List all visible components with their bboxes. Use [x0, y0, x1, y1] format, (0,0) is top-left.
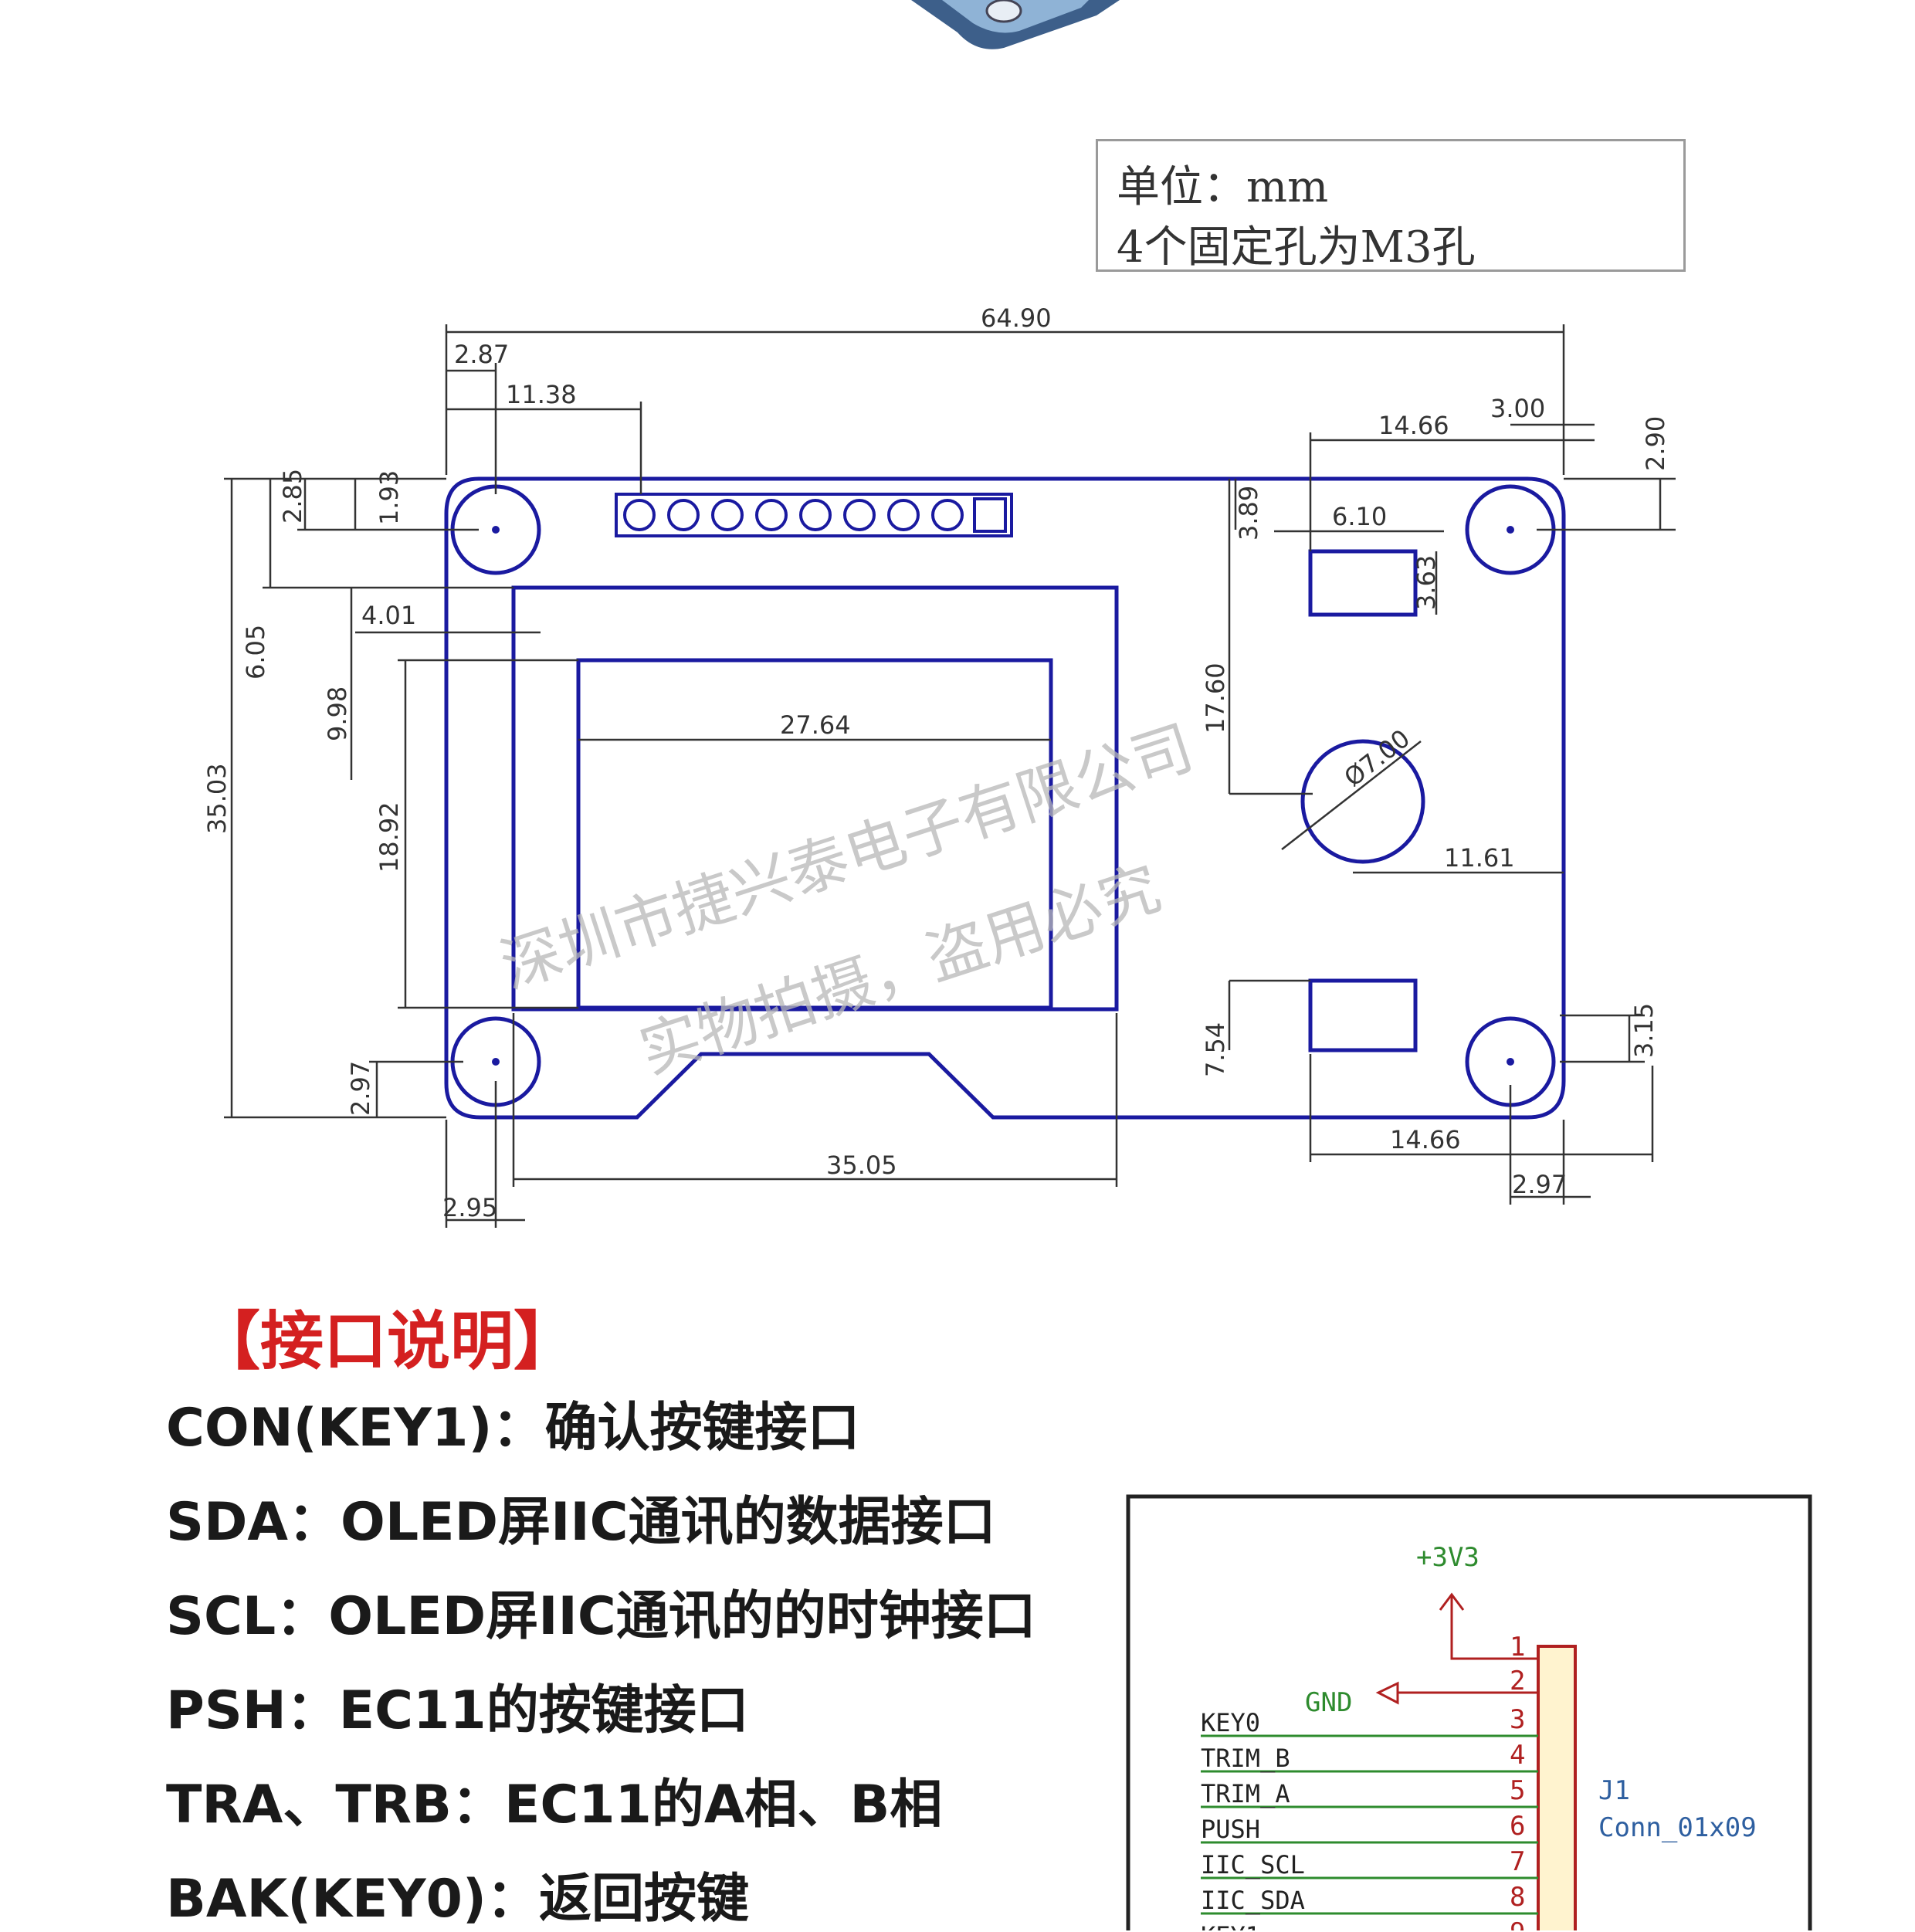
dim-2-90: 2.90	[1641, 416, 1670, 471]
product-photo-fragment	[911, 0, 1120, 49]
schematic: +3V3 GND KEY0 TRIM_B TRIM_A PUSH IIC_SCL…	[1126, 1494, 1812, 1930]
unit-note: 单位：mm	[1117, 162, 1329, 212]
dim-4-01: 4.01	[361, 601, 416, 630]
pin-number: 7	[1510, 1846, 1525, 1877]
interface-item-con: CON(KEY1)：确认按键接口	[166, 1398, 860, 1459]
pin-number: 6	[1510, 1811, 1525, 1842]
dim-3-00: 3.00	[1490, 394, 1545, 423]
oled-active-area	[576, 658, 1053, 1010]
dim-14-66-top: 14.66	[1378, 411, 1449, 440]
watermark: 深圳市捷兴泰电子有限公司 实物拍摄，盗用必究	[493, 713, 1202, 1087]
dim-2-87: 2.87	[454, 340, 509, 369]
pin-number: 5	[1510, 1775, 1525, 1806]
pin-number: 2	[1510, 1666, 1525, 1696]
button-key1	[1308, 549, 1418, 617]
dim-2-97-right: 2.97	[1512, 1170, 1567, 1199]
hole-note: 4个固定孔为M3孔	[1117, 222, 1476, 273]
net-label: IIC_SCL	[1201, 1850, 1305, 1879]
connector-part: Conn_01x09	[1598, 1812, 1757, 1843]
dim-11-38: 11.38	[506, 380, 577, 409]
interface-item-psh: PSH：EC11的按键接口	[166, 1680, 749, 1741]
encoder-ec11	[1300, 739, 1425, 864]
pin-number: 4	[1510, 1740, 1525, 1771]
net-label: KEY1	[1201, 1921, 1260, 1930]
pcb-outline	[444, 476, 1566, 1120]
dim-64-90: 64.90	[981, 303, 1052, 333]
pin-number: 8	[1510, 1882, 1525, 1913]
net-3v3: +3V3	[1416, 1542, 1479, 1573]
pin-number: 9	[1510, 1917, 1525, 1930]
interface-item-bak: BAK(KEY0)：返回按键	[166, 1869, 750, 1930]
net-label: IIC_SDA	[1201, 1886, 1305, 1915]
net-label: KEY0	[1201, 1708, 1260, 1737]
unit-note-box: 单位：mm 4个固定孔为M3孔	[1096, 139, 1686, 273]
net-label: TRIM_B	[1201, 1744, 1290, 1773]
dim-7-54: 7.54	[1201, 1022, 1230, 1077]
dim-2-85: 2.85	[278, 469, 307, 524]
dim-2-95: 2.95	[442, 1193, 497, 1222]
dimension-lines	[224, 324, 1676, 1228]
interface-item-tra-trb: TRA、TRB：EC11的A相、B相	[166, 1774, 943, 1835]
dim-6-05: 6.05	[241, 625, 270, 680]
connector-j1	[1537, 1645, 1577, 1930]
dim-35-03: 35.03	[202, 763, 232, 834]
pin-numbers: 1 2 3 4 5 6 7 8 9	[1510, 1632, 1525, 1930]
dim-3-63: 3.63	[1412, 555, 1441, 610]
dim-3-15: 3.15	[1629, 1003, 1659, 1058]
pin-number: 1	[1510, 1632, 1525, 1663]
interface-item-scl: SCL：OLED屏IIC通讯的的时钟接口	[166, 1586, 1036, 1647]
dim-1-93: 1.93	[375, 470, 404, 525]
interface-item-sda: SDA：OLED屏IIC通讯的数据接口	[166, 1492, 996, 1553]
dim-3-89: 3.89	[1234, 486, 1263, 541]
net-gnd: GND	[1305, 1687, 1352, 1718]
dim-35-05: 35.05	[826, 1151, 897, 1180]
dim-14-66-bottom: 14.66	[1390, 1125, 1461, 1154]
dim-2-97-left: 2.97	[346, 1061, 375, 1116]
interface-title: 【接口说明】	[197, 1305, 578, 1378]
dim-9-98: 9.98	[323, 686, 352, 741]
dim-6-10: 6.10	[1332, 502, 1387, 531]
button-key0	[1308, 978, 1418, 1052]
connector-ref: J1	[1598, 1775, 1630, 1806]
pin-number: 3	[1510, 1704, 1525, 1735]
dim-18-92: 18.92	[375, 802, 404, 873]
net-labels: KEY0 TRIM_B TRIM_A PUSH IIC_SCL IIC_SDA …	[1201, 1708, 1305, 1930]
dim-27-64: 27.64	[780, 710, 851, 740]
dim-17-60: 17.60	[1201, 663, 1230, 734]
dim-11-61: 11.61	[1444, 843, 1515, 873]
dimension-labels: 64.90 2.87 11.38 14.66 3.00 2.90 2.85 1.…	[202, 303, 1670, 1222]
net-label: TRIM_A	[1201, 1779, 1290, 1808]
pin-header	[615, 493, 1013, 537]
net-label: PUSH	[1201, 1815, 1260, 1844]
